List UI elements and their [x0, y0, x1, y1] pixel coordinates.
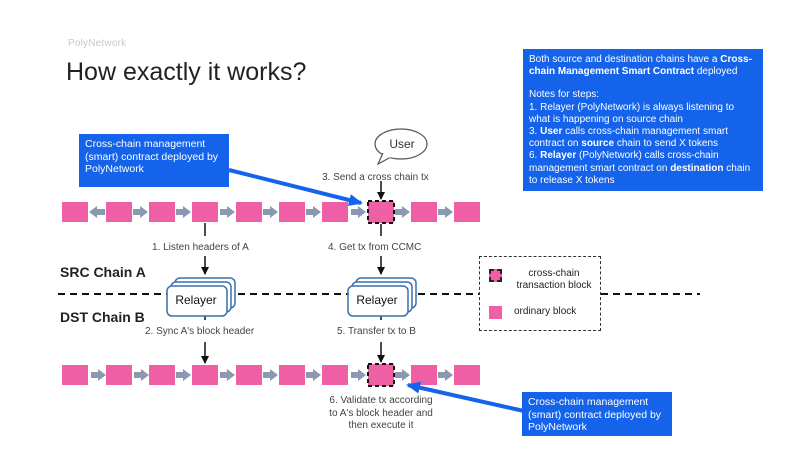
- src-link-arrow: [395, 206, 410, 218]
- dst-block: [62, 365, 88, 385]
- callout-bottom: Cross-chain management (smart) contract …: [522, 392, 672, 436]
- src-block: [236, 202, 262, 222]
- notes-heading: Notes for steps:: [529, 89, 600, 101]
- step4-label: 4. Get tx from CCMC: [328, 242, 422, 253]
- src-block: [322, 202, 348, 222]
- dst-link-arrow: [176, 369, 191, 381]
- brand-label: PolyNetwork: [68, 38, 127, 49]
- step6-label: 6. Validate tx according to A's block he…: [329, 395, 433, 431]
- callout-top-arrow: [228, 168, 363, 206]
- dst-link-arrow: [438, 369, 453, 381]
- legend-ordinary-label: ordinary block: [514, 306, 577, 317]
- notes-step3: 3. User calls cross-chain management sma…: [529, 126, 728, 150]
- dst-link-arrow: [395, 369, 410, 381]
- dst-block: [236, 365, 262, 385]
- dst-block: [279, 365, 305, 385]
- src-link-arrow: [306, 206, 321, 218]
- dst-link-arrow: [351, 369, 366, 381]
- relayer-left: [166, 277, 236, 317]
- relayer-right: [347, 277, 417, 317]
- dst-tx-block: [367, 363, 395, 387]
- src-chain-row: [62, 200, 480, 224]
- page-title: How exactly it works?: [66, 58, 307, 86]
- step2-label: 2. Sync A's block header: [145, 326, 255, 337]
- src-link-arrow: [220, 206, 235, 218]
- dst-block: [411, 365, 437, 385]
- step3-label: 3. Send a cross chain tx: [322, 172, 429, 183]
- callout-top: Cross-chain management (smart) contract …: [79, 134, 229, 187]
- callout-bottom-arrow: [406, 381, 525, 413]
- src-chain-label: SRC Chain A: [60, 264, 146, 280]
- src-block: [454, 202, 480, 222]
- relayer-right-label: Relayer: [356, 293, 398, 307]
- src-block: [149, 202, 175, 222]
- legend-ordinary-swatch: [489, 306, 502, 319]
- notes-intro: Both source and destination chains have …: [529, 54, 752, 78]
- step5-label: 5. Transfer tx to B: [337, 326, 416, 337]
- notes-box: Both source and destination chains have …: [523, 49, 763, 191]
- src-link-arrow: [351, 206, 366, 218]
- dst-chain-row: [62, 363, 480, 387]
- src-link-arrow: [263, 206, 278, 218]
- relayer-left-label: Relayer: [175, 293, 217, 307]
- dst-block: [192, 365, 218, 385]
- notes-step1: 1. Relayer (PolyNetwork) is always liste…: [529, 101, 735, 125]
- notes-step6: 6. Relayer (PolyNetwork) calls cross-cha…: [529, 150, 751, 186]
- dst-link-arrow: [306, 369, 321, 381]
- dst-block: [454, 365, 480, 385]
- src-link-arrow: [89, 206, 105, 218]
- dst-chain-label: DST Chain B: [60, 309, 145, 325]
- src-block: [106, 202, 132, 222]
- legend-tx-label: cross-chain transaction block: [516, 268, 592, 291]
- dst-block: [106, 365, 132, 385]
- src-block: [411, 202, 437, 222]
- legend: cross-chain transaction block ordinary b…: [479, 256, 601, 331]
- legend-tx-swatch: [489, 269, 502, 282]
- src-link-arrow: [133, 206, 148, 218]
- step1-label: 1. Listen headers of A: [152, 242, 249, 253]
- user-bubble: [374, 128, 428, 166]
- dst-link-arrow: [263, 369, 278, 381]
- user-label: User: [389, 137, 415, 151]
- src-link-arrow: [438, 206, 453, 218]
- src-block: [192, 202, 218, 222]
- dst-link-arrow: [220, 369, 235, 381]
- dst-link-arrow: [91, 369, 106, 381]
- src-block: [62, 202, 88, 222]
- src-tx-block: [367, 200, 395, 224]
- dst-block: [322, 365, 348, 385]
- dst-block: [149, 365, 175, 385]
- src-block: [279, 202, 305, 222]
- src-link-arrow: [176, 206, 191, 218]
- dst-link-arrow: [134, 369, 149, 381]
